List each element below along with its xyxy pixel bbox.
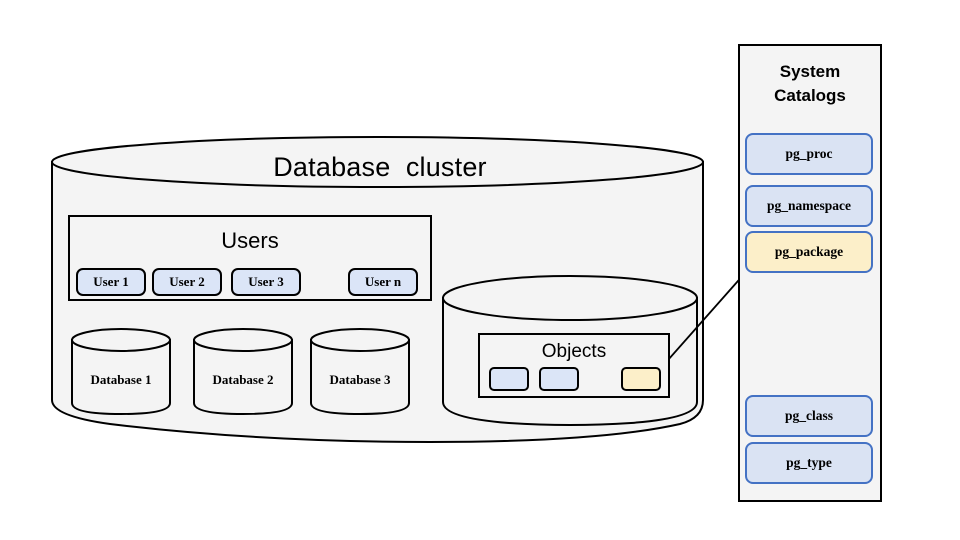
object-chip-2[interactable] — [539, 367, 579, 391]
database-2-label: Database 2 — [212, 372, 274, 387]
user-chip-n[interactable]: User n — [348, 268, 418, 296]
catalog-item-pg-package[interactable]: pg_package — [745, 231, 873, 273]
object-chip-1[interactable] — [489, 367, 529, 391]
catalog-item-pg-class[interactable]: pg_class — [745, 395, 873, 437]
users-title: Users — [221, 228, 279, 253]
catalog-item-pg-type[interactable]: pg_type — [745, 442, 873, 484]
objects-title: Objects — [541, 341, 607, 362]
user-chip-3[interactable]: User 3 — [231, 268, 301, 296]
database-2-cylinder — [193, 328, 293, 416]
database-1-label: Database 1 — [90, 372, 152, 387]
object-chip-highlighted[interactable] — [621, 367, 661, 391]
database-1-cylinder — [71, 328, 171, 416]
cluster-title: Database cluster — [273, 152, 487, 182]
user-chip-1[interactable]: User 1 — [76, 268, 146, 296]
user-chip-2[interactable]: User 2 — [152, 268, 222, 296]
database-3-label: Database 3 — [329, 372, 391, 387]
system-catalogs-heading: System Catalogs — [774, 62, 846, 105]
catalog-item-pg-namespace[interactable]: pg_namespace — [745, 185, 873, 227]
database-3-cylinder — [310, 328, 410, 416]
catalog-item-pg-proc[interactable]: pg_proc — [745, 133, 873, 175]
